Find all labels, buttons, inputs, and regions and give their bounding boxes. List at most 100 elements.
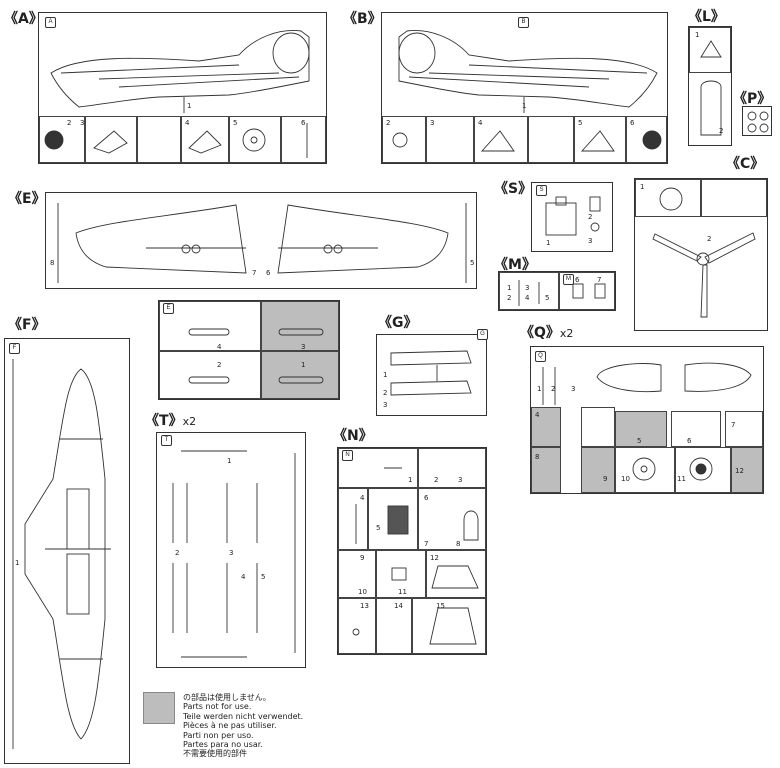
part-number: 4 <box>217 343 222 351</box>
sprue-label-s: 《S》 <box>494 181 533 197</box>
fuselage-half-b <box>392 30 662 152</box>
small-parts <box>518 280 606 306</box>
sprue-q-cell <box>581 407 615 447</box>
part-number: 1 <box>546 239 551 247</box>
sprue-label-m: 《M》 <box>494 257 536 273</box>
sprue-n-cell <box>338 598 376 654</box>
part-number: 6 <box>301 119 306 127</box>
sprue-label-g: 《G》 <box>378 315 418 331</box>
part-number: 2 <box>386 119 391 127</box>
flap-parts <box>390 350 472 396</box>
lower-wing-part <box>12 359 111 749</box>
unused-part-cell <box>581 447 615 493</box>
part-number: 1 <box>383 371 388 379</box>
part-number: 1 <box>301 361 306 369</box>
sprue-label-b: 《B》 <box>343 11 382 27</box>
sprue-label-t: 《T》x2 <box>145 413 197 429</box>
sprue-tag: B <box>518 17 529 28</box>
sprue-m-frame: M 1 2 3 4 5 6 7 <box>498 271 616 311</box>
part-number: 2 <box>175 549 180 557</box>
unused-part-cell <box>731 447 763 493</box>
sprue-a-cell <box>137 116 181 163</box>
part-number: 4 <box>185 119 190 127</box>
part-number: 1 <box>537 385 542 393</box>
unused-part-cell <box>261 351 339 399</box>
sprue-label-n: 《N》 <box>333 428 373 444</box>
sprue-m-cell <box>499 272 559 310</box>
part-number: 5 <box>578 119 583 127</box>
part-number: 7 <box>424 540 429 548</box>
part-number: 5 <box>376 524 381 532</box>
part-number: 3 <box>383 401 388 409</box>
legend-line: の部品は使用しません。 <box>183 693 271 702</box>
sprue-b-cell <box>574 116 626 163</box>
legend-line: Teile werden nicht verwendet. <box>183 711 304 721</box>
part-number: 5 <box>233 119 238 127</box>
part-number: 3 <box>430 119 435 127</box>
sprue-n-cell <box>338 550 376 598</box>
canopy-part <box>700 40 722 136</box>
sprue-n-cell <box>426 550 486 598</box>
part-number: 5 <box>545 294 550 302</box>
sprue-t-frame: T 1 2 3 4 5 <box>156 432 306 668</box>
fuselage-half-a <box>44 30 310 158</box>
sprue-e-cell <box>159 301 261 351</box>
part-number: 12 <box>735 467 744 475</box>
part-number: 5 <box>261 573 266 581</box>
sprue-l-frame: 1 2 <box>688 26 732 146</box>
part-number: 1 <box>408 476 413 484</box>
bomb-rocket-parts <box>172 450 296 658</box>
part-number: 2 <box>383 389 388 397</box>
part-number: 2 <box>551 385 556 393</box>
sprue-a-cell <box>39 116 85 163</box>
sprue-q-cell <box>725 411 763 447</box>
sprue-b-frame: B 1 2 3 4 5 6 <box>381 12 668 164</box>
cockpit-parts <box>352 467 479 645</box>
part-number: 11 <box>677 475 686 483</box>
part-number: 1 <box>522 102 527 110</box>
part-number: 3 <box>458 476 463 484</box>
part-number: 3 <box>525 284 530 292</box>
part-number: 1 <box>187 102 192 110</box>
sprue-n-cell <box>338 448 418 488</box>
sprue-label-f: 《F》 <box>8 317 46 333</box>
sprue-tag: G <box>477 329 488 340</box>
sprue-c-frame: 1 2 <box>634 178 768 331</box>
part-number: 1 <box>695 31 700 39</box>
part-number: 3 <box>229 549 234 557</box>
part-number: 6 <box>575 276 580 284</box>
legend-line: Partes para no usar. <box>183 740 263 750</box>
part-number: 6 <box>630 119 635 127</box>
part-number: 4 <box>360 494 365 502</box>
part-number: 4 <box>525 294 530 302</box>
legend-line: 不需要使用的部件 <box>183 749 247 759</box>
part-number: 13 <box>360 602 369 610</box>
sprue-tag: E <box>163 303 174 314</box>
sprue-label-e: 《E》 <box>8 191 46 207</box>
sprue-p-frame <box>742 106 772 136</box>
part-number: 2 <box>217 361 222 369</box>
unused-part-cell <box>615 411 667 447</box>
part-number: 8 <box>456 540 461 548</box>
sprue-b-cell <box>474 116 528 163</box>
sprue-f-frame: F 1 <box>4 338 130 764</box>
sprue-a-frame: A 1 2 3 4 5 6 <box>38 12 327 164</box>
gear-door-parts <box>188 328 324 384</box>
sprue-tag: S <box>536 185 547 196</box>
part-number: 11 <box>398 588 407 596</box>
part-number: 3 <box>301 343 306 351</box>
legend-line: Parti non per uso. <box>183 730 254 740</box>
sprue-l-cell <box>689 27 731 73</box>
sprue-q-cell <box>671 411 721 447</box>
part-number: 2 <box>707 235 712 243</box>
sprue-e-lower-frame: E 4 2 3 1 <box>158 300 340 400</box>
sprue-tag: F <box>9 343 20 354</box>
sprue-c-cell <box>701 179 767 217</box>
part-number: 6 <box>266 269 271 277</box>
part-number: 4 <box>478 119 483 127</box>
part-number: 12 <box>430 554 439 562</box>
sprue-a-cell <box>85 116 137 163</box>
sprue-n-cell <box>376 598 412 654</box>
sprue-n-cell <box>412 598 486 654</box>
sprue-n-frame: N 1 2 3 4 5 6 7 8 9 10 11 12 13 14 15 <box>337 447 487 655</box>
